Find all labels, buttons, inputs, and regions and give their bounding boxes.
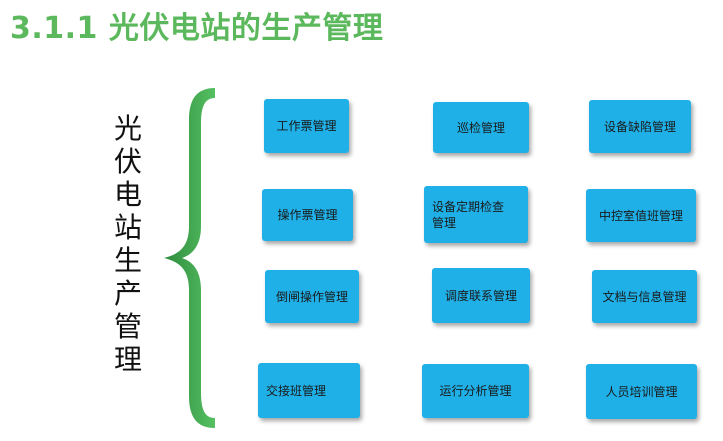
vertical-char: 生 [113, 244, 142, 277]
box-switching-operation: 倒闸操作管理 [265, 270, 359, 323]
box-equipment-defect: 设备缺陷管理 [589, 100, 691, 153]
box-periodic-check: 设备定期检查管理 [424, 186, 528, 243]
box-documentation: 文档与信息管理 [592, 270, 697, 323]
vertical-char: 产 [113, 277, 142, 310]
box-dispatch-contact: 调度联系管理 [432, 268, 530, 323]
vertical-char: 站 [113, 211, 142, 244]
brace-shape [164, 88, 215, 428]
vertical-char: 光 [113, 112, 142, 145]
vertical-category-label: 光 伏 电 站 生 产 管 理 [108, 112, 148, 376]
box-operation-ticket: 操作票管理 [262, 189, 353, 241]
box-shift-handover: 交接班管理 [258, 363, 360, 418]
page-title: 3.1.1 光伏电站的生产管理 [10, 11, 384, 46]
box-control-room-duty: 中控室值班管理 [586, 189, 696, 242]
box-staff-training: 人员培训管理 [586, 364, 697, 419]
vertical-char: 电 [113, 178, 142, 211]
vertical-char: 伏 [113, 145, 142, 178]
vertical-char: 管 [113, 310, 142, 343]
box-operation-analysis: 运行分析管理 [422, 364, 529, 418]
curly-brace-icon [164, 88, 215, 428]
box-inspection: 巡检管理 [433, 102, 529, 153]
box-work-ticket: 工作票管理 [264, 99, 349, 153]
vertical-char: 理 [113, 343, 142, 376]
